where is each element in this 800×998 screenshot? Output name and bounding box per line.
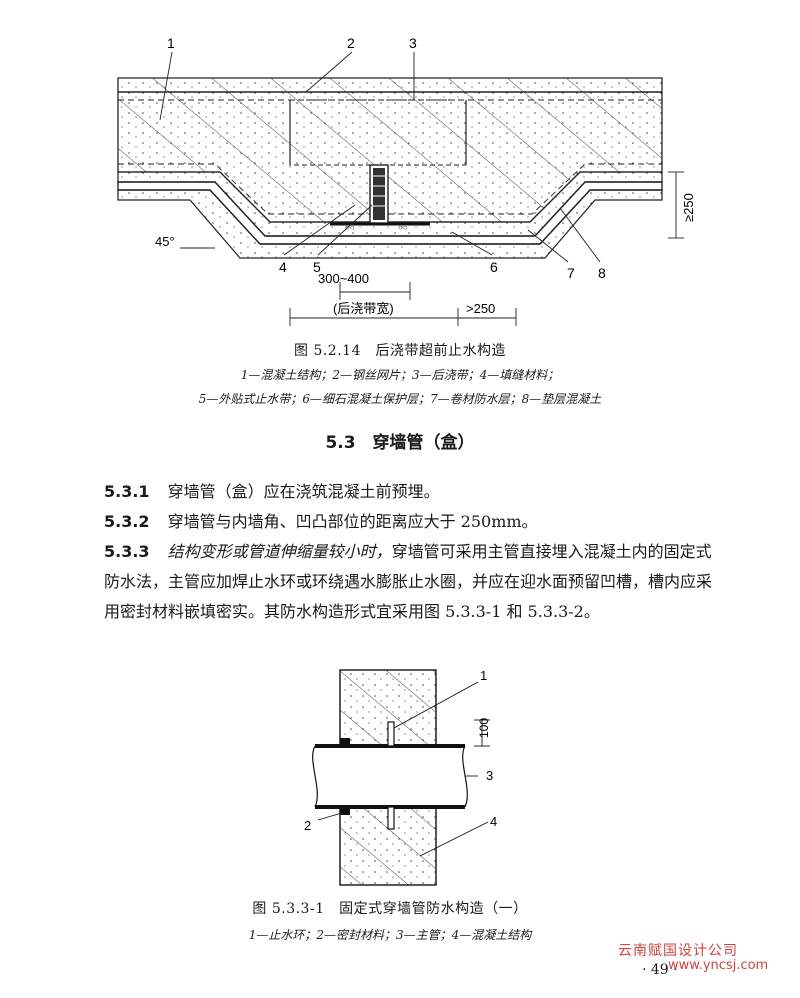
callout-5: 5 [313, 259, 321, 275]
callout-4: 4 [279, 259, 287, 275]
clause-text: 穿墙管可采用主管直接埋入混凝土内的固定式防水法，主管应加焊止水环或环绕遇水膨胀止… [104, 542, 713, 621]
figure2-legend: 1—止水环；2—密封材料；3—主管；4—混凝土结构 [248, 928, 532, 942]
figure1-title: 图 5.2.14 后浇带超前止水构造 [294, 343, 506, 359]
sealant-material [340, 738, 350, 746]
clause-5-3-1: 5.3.1 穿墙管（盒）应在浇筑混凝土前预埋。 [104, 477, 744, 507]
clause-5-3-2: 5.3.2 穿墙管与内墙角、凹凸部位的距离应大于 250mm。 [104, 507, 744, 537]
clause-number: 5.3.1 [104, 482, 150, 501]
clause-number: 5.3.2 [104, 512, 150, 531]
callout-1: 1 [167, 35, 175, 51]
figure-post-pour-band-diagram: ○○ ○○ 1 2 3 4 5 6 7 8 45° ≥250 300~400 (后… [117, 35, 696, 326]
angle-label: 45° [155, 234, 175, 249]
water-stop-ring [387, 721, 395, 747]
callout-7: 7 [567, 265, 575, 281]
figure1-legend-line2: 5—外贴式止水带；6—细石混凝土保护层；7—卷材防水层；8—垫层混凝土 [198, 392, 602, 406]
watermark-url: www.yncsj.com [668, 958, 769, 973]
callout-3: 3 [486, 768, 493, 783]
svg-text:○○: ○○ [345, 223, 355, 232]
callout-8: 8 [598, 265, 606, 281]
clause-text: 穿墙管（盒）应在浇筑混凝土前预埋。 [167, 482, 440, 501]
callout-2: 2 [304, 818, 311, 833]
section-heading: 5.3 穿墙管（盒） [325, 433, 475, 453]
figure2-title: 图 5.3.3-1 固定式穿墙管防水构造（一） [252, 901, 528, 917]
cushion-concrete-layer [117, 189, 663, 259]
callout-2: 2 [347, 35, 355, 51]
dim-vertical: ≥250 [681, 193, 696, 222]
callout-6: 6 [490, 259, 498, 275]
svg-text:○○: ○○ [398, 223, 408, 232]
dim-band-width: (后浇带宽) [333, 301, 394, 316]
callout-3: 3 [409, 35, 417, 51]
page-number: · 49 · [642, 962, 678, 978]
dim-100: 100 [477, 718, 491, 738]
watermark-text: 云南赋国设计公司 [618, 943, 738, 959]
figure-fixed-wall-pipe-diagram: 100 1 2 3 4 [304, 668, 497, 886]
clause-5-3-3: 5.3.3 结构变形或管道伸缩量较小时，穿墙管可采用主管直接埋入混凝土内的固定式防… [104, 537, 724, 627]
main-pipe [315, 748, 465, 805]
clause-number: 5.3.3 [104, 542, 150, 561]
clause-emphasis: 结构变形或管道伸缩量较小时， [167, 542, 392, 561]
figure1-legend-line1: 1—混凝土结构；2—钢丝网片；3—后浇带；4—填缝材料； [240, 368, 560, 382]
dim-gap: 300~400 [318, 271, 369, 286]
dim-right: >250 [466, 301, 495, 316]
callout-1: 1 [480, 668, 487, 683]
clause-text: 穿墙管与内墙角、凹凸部位的距离应大于 250mm。 [167, 512, 538, 531]
callout-4: 4 [490, 814, 497, 829]
